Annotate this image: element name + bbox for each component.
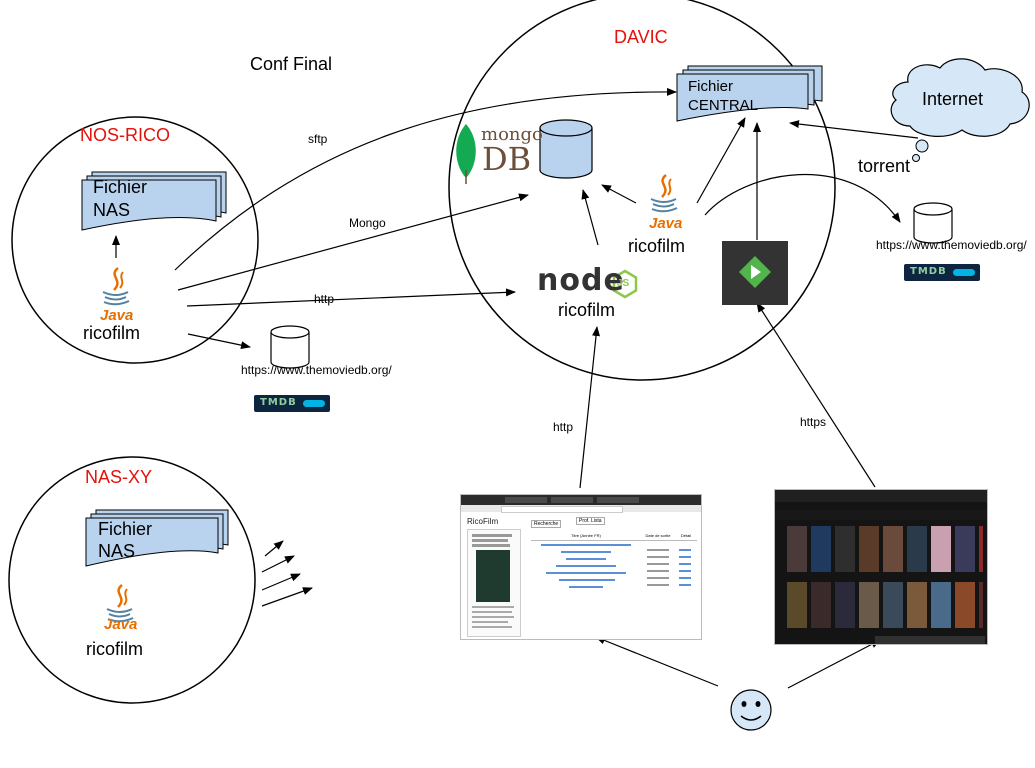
filter-button: Prof. Lista [576, 517, 605, 525]
torrent-label: torrent [858, 156, 911, 176]
central-file-line2: CENTRAL [688, 97, 759, 114]
mongodb-logo-word: mongo [481, 124, 543, 145]
davic-node-app-name: ricofilm [558, 300, 615, 320]
java-icon-nos-rico [102, 267, 130, 306]
diagram-title: Conf Final [250, 54, 333, 74]
search-button: Recherche [531, 520, 562, 528]
node-to-mongo-arrow [581, 189, 599, 246]
edges [112, 87, 919, 689]
torrent-arrow [704, 174, 901, 223]
ricofilm-heading: RicoFilm [467, 517, 499, 526]
nos-rico-file-line2: NAS [93, 200, 131, 220]
emby-icon [722, 241, 788, 305]
browser-tabbar [461, 495, 701, 505]
movie-detail-panel [467, 529, 521, 637]
edge-label-sftp: sftp [308, 132, 328, 146]
emby-poster-row-1 [787, 526, 983, 574]
nos-rico-file-icon [81, 171, 227, 231]
davic-java-app-name: ricofilm [628, 236, 685, 256]
davic-zone [448, 0, 836, 381]
sftp-arrow [174, 87, 677, 271]
internet-cloud-icon [890, 58, 1030, 137]
tmdb-left-arrow [187, 333, 251, 350]
java-to-mongo-arrow [601, 184, 637, 204]
tmdb-url-right: https://www.themoviedb.org/ [876, 238, 1027, 252]
col-title: Titre (Année FR) [571, 533, 601, 538]
tmdb-database-icon-right [913, 202, 953, 244]
edge-label-http-bottom: http [553, 420, 574, 434]
edge-label-http-left: http [314, 292, 335, 306]
internet-to-central-arrow [789, 120, 919, 139]
mongodb-leaf-icon [456, 124, 476, 178]
cloud-bubble-large [915, 139, 929, 153]
tmdb-url-left: https://www.themoviedb.org/ [241, 363, 392, 377]
user-smiley-icon [730, 689, 772, 731]
nos-rico-zone [11, 116, 259, 364]
nas-xy-title: NAS-XY [85, 467, 153, 487]
nas-xy-zone [8, 456, 256, 704]
http-bottom-arrow [579, 326, 601, 489]
nos-rico-file-label: Fichier NAS [93, 176, 147, 222]
davic-title: DAVIC [614, 27, 668, 47]
nos-rico-app-name: ricofilm [83, 323, 140, 343]
nas-xy-arrow-4 [261, 587, 313, 607]
mongodb-database-icon [539, 119, 593, 179]
http-left-arrow [186, 288, 516, 307]
tmdb-database-icon-left [270, 325, 310, 369]
user-to-ricofilm-arrow [595, 636, 719, 687]
java-word-davic: Java [649, 215, 683, 232]
nas-xy-app-name: ricofilm [86, 639, 143, 659]
nos-rico-file-line1: Fichier [93, 177, 148, 197]
nas-xy-file-line1: Fichier [98, 519, 153, 539]
java-icon-nas-xy [106, 584, 134, 623]
edge-label-mongo: Mongo [349, 216, 386, 230]
results-table: Titre (Année FR) Date de sortie Détail [531, 533, 697, 593]
emby-tabs [775, 510, 987, 520]
nas-xy-arrow-3 [261, 573, 301, 591]
cloud-bubble-small [912, 154, 920, 162]
nodejs-hex-icon [612, 269, 638, 299]
java-to-central-arrow [696, 117, 746, 204]
nas-xy-file-label: Fichier NAS [98, 518, 152, 562]
java-word-nas-xy: Java [104, 616, 138, 633]
central-file-label: Fichier CENTRAL [688, 77, 758, 115]
tmdb-badge-left: TMDB [254, 395, 330, 412]
emby-media-screenshot [774, 489, 988, 645]
tmdb-badge-left-text: TMDB [260, 397, 297, 408]
nas-xy-file-icon [85, 509, 229, 567]
central-file-line1: Fichier [688, 78, 734, 95]
browser-addressbar [461, 505, 701, 513]
java-icon-davic [650, 174, 678, 213]
results-table-header: Titre (Année FR) Date de sortie Détail [531, 533, 697, 541]
https-arrow [756, 302, 876, 488]
col-date: Date de sortie [645, 533, 671, 538]
mongo-arrow [177, 193, 529, 291]
emby-bottom-row [875, 636, 985, 644]
emby-poster-row-2 [787, 582, 983, 630]
nodejs-logo-badge: JS [617, 278, 630, 289]
tmdb-badge-right: TMDB [904, 264, 980, 281]
internet-label: Internet [922, 89, 984, 109]
user-to-emby-arrow [787, 639, 881, 689]
edge-label-https: https [800, 415, 827, 429]
mongodb-logo-db: DB [482, 140, 532, 178]
nos-rico-title: NOS-RICO [80, 125, 170, 145]
movie-poster [476, 550, 510, 602]
nas-xy-arrow-2 [261, 555, 295, 573]
nodejs-logo-word: node [537, 263, 625, 298]
col-detail: Détail [680, 533, 692, 538]
tmdb-badge-right-text: TMDB [910, 266, 947, 277]
nas-xy-arrow-1 [264, 540, 284, 557]
central-file-icon [676, 65, 823, 122]
java-word-nos-rico: Java [100, 307, 134, 324]
ricofilm-web-screenshot: RicoFilm Recherche Prof. Lista Titre (An… [460, 494, 702, 640]
emby-topbar [775, 490, 987, 502]
nas-xy-file-line2: NAS [98, 541, 136, 561]
